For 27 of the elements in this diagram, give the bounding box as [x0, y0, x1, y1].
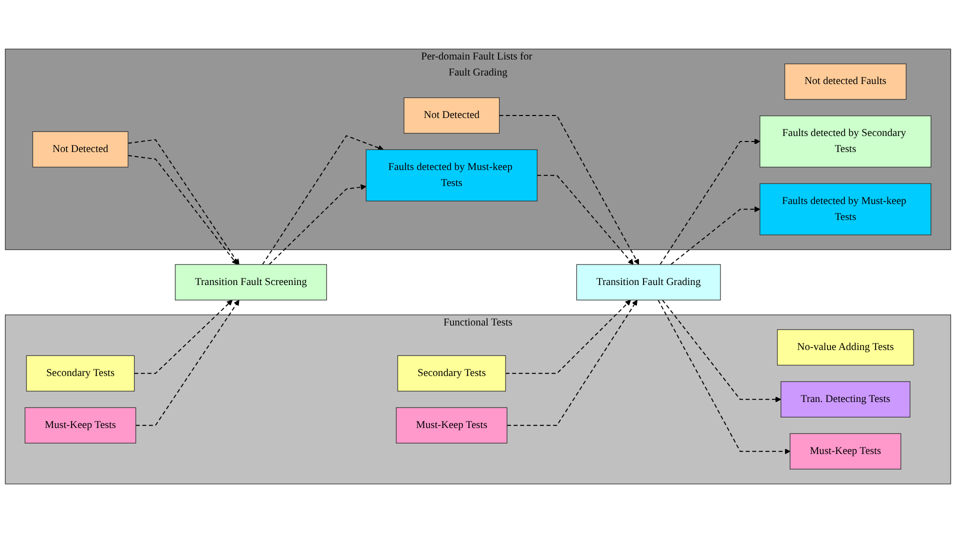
arrow — [658, 300, 790, 454]
node-box: Must-Keep Tests — [396, 407, 508, 444]
node-box: Must-Keep Tests — [24, 407, 136, 444]
node-box: Transition Fault Grading — [576, 264, 721, 300]
node-box: Not Detected — [32, 131, 128, 168]
node-box: Secondary Tests — [397, 355, 506, 392]
arrow — [262, 135, 384, 266]
arrow — [135, 300, 240, 426]
arrow — [498, 115, 640, 265]
node-box: Not Detected — [404, 97, 500, 134]
arrow — [670, 206, 760, 266]
arrow — [662, 300, 782, 402]
arrow — [134, 300, 233, 374]
node-box: Secondary Tests — [26, 355, 135, 392]
node-box: Must-Keep Tests — [790, 433, 902, 470]
arrow — [506, 300, 638, 426]
arrow — [505, 300, 631, 374]
arrow — [268, 184, 366, 266]
node-box: Not detected Faults — [784, 64, 906, 100]
arrow — [536, 174, 634, 265]
node-box: Faults detected by Secondary Tests — [760, 116, 932, 168]
arrow — [660, 138, 760, 266]
node-box: No-value Adding Tests — [777, 329, 914, 366]
node-box: Transition Fault Screening — [174, 264, 327, 300]
node-box: Tran. Detecting Tests — [780, 381, 910, 418]
node-box: Faults detected by Must-keep Tests — [366, 149, 538, 202]
node-box: Faults detected by Must-keep Tests — [760, 183, 932, 236]
